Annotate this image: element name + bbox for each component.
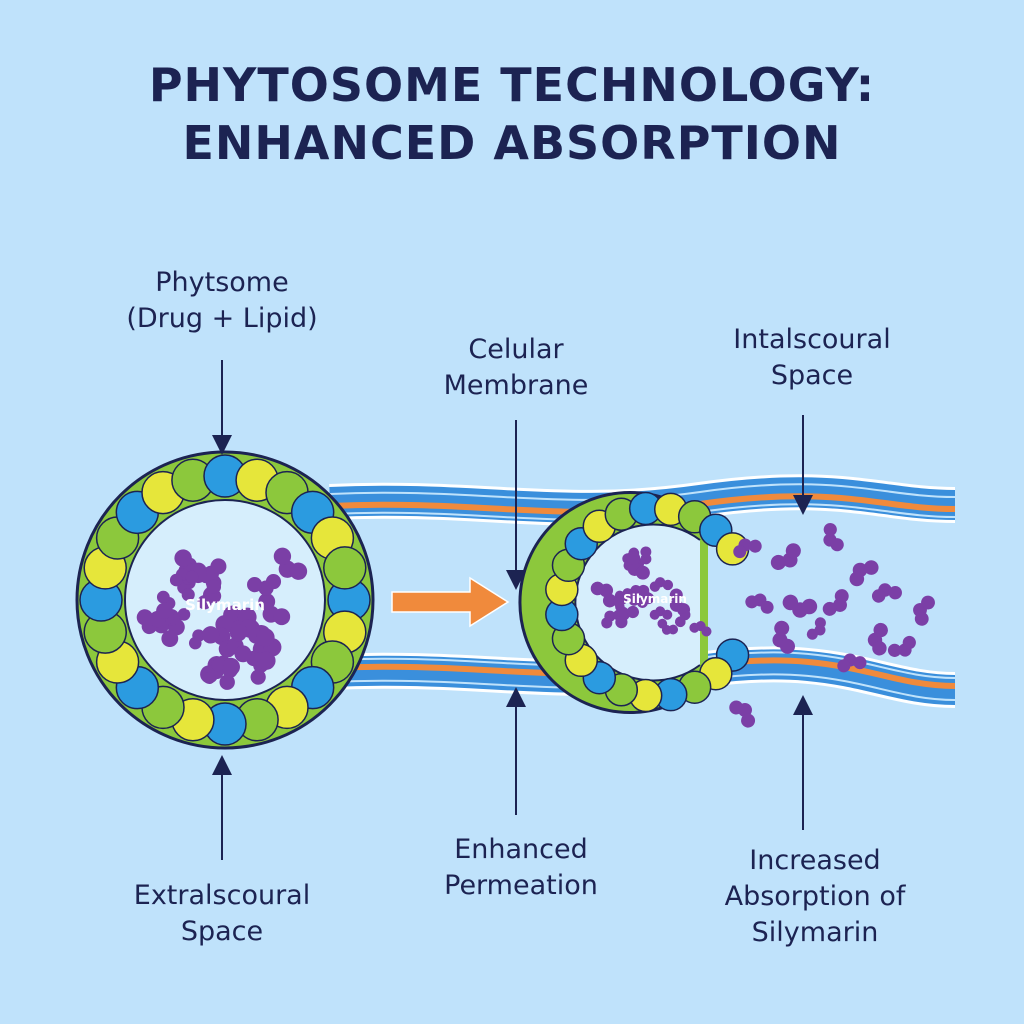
title-line-2: ENHANCED ABSORPTION <box>182 116 842 170</box>
silymarin-molecule <box>590 581 617 608</box>
silymarin-molecule <box>256 628 282 670</box>
silymarin-molecule <box>649 577 674 592</box>
silymarin-molecule <box>136 602 173 628</box>
silymarin-molecule <box>733 538 762 559</box>
silymarin-molecule <box>729 700 756 728</box>
membrane-label-line2: Membrane <box>443 370 589 401</box>
silymarin-molecule <box>871 583 902 603</box>
silymarin-molecule <box>657 618 679 635</box>
permeation-label-line1: Enhanced <box>454 834 588 865</box>
silymarin-molecule <box>613 588 633 608</box>
absorption-label-line2: Absorption of <box>724 881 906 912</box>
phytosome-vesicle <box>75 450 375 750</box>
extra-space-label-line1: Extralscoural <box>133 880 311 911</box>
silymarin-molecule <box>849 560 879 587</box>
phytosome-core-label: Silymarin <box>185 596 265 614</box>
absorption-label-line3: Silymarin <box>751 917 879 948</box>
silymarin-molecule <box>674 603 691 628</box>
silymarin-molecule <box>197 579 222 610</box>
title-line-1: PHYTOSOME TECHNOLOGY: <box>148 58 876 112</box>
absorption-label-line1: Increased <box>749 845 881 876</box>
silymarin-molecule <box>913 595 935 626</box>
fused-vesicle <box>518 491 750 714</box>
silymarin-molecule <box>247 574 282 596</box>
phytosome-label: Phytsome (Drug + Lipid) <box>92 265 352 337</box>
extra-space-label: Extralscoural Space <box>82 878 362 950</box>
silymarin-molecule <box>630 584 655 605</box>
absorption-label: Increased Absorption of Silymarin <box>680 843 950 951</box>
process-arrow <box>391 576 510 628</box>
permeation-label: Enhanced Permeation <box>396 832 646 904</box>
membrane-label: Celular Membrane <box>396 332 636 404</box>
phytosome-label-line1: Phytsome <box>155 267 289 298</box>
silymarin-molecule <box>887 635 916 657</box>
silymarin-molecule <box>203 659 224 685</box>
silymarin-molecule <box>169 568 199 587</box>
silymarin-molecule <box>689 621 712 637</box>
silymarin-molecule <box>823 522 844 552</box>
intra-space-label-line1: Intalscoural <box>733 324 891 355</box>
silymarin-molecule <box>837 653 867 673</box>
silymarin-molecule <box>745 593 774 614</box>
silymarin-molecule <box>867 622 888 656</box>
silymarin-molecule <box>273 547 308 580</box>
phytosome-label-line2: (Drug + Lipid) <box>126 303 318 334</box>
silymarin-molecule <box>770 543 801 570</box>
silymarin-molecule <box>772 620 796 654</box>
lipid-head <box>323 546 367 590</box>
permeation-label-line2: Permeation <box>444 870 598 901</box>
intra-space-label-line2: Space <box>770 360 854 391</box>
membrane-label-line1: Celular <box>468 334 564 365</box>
silymarin-molecule <box>806 617 826 640</box>
intra-space-label: Intalscoural Space <box>682 322 942 394</box>
silymarin-molecule <box>258 593 291 626</box>
silymarin-molecule <box>822 589 849 616</box>
silymarin-molecule <box>626 551 650 580</box>
silymarin-molecule <box>649 606 673 620</box>
fused-core-label: Silymarin <box>623 592 687 606</box>
silymarin-molecule <box>615 605 640 629</box>
silymarin-molecule <box>226 624 252 663</box>
extra-space-label-line2: Space <box>180 916 264 947</box>
silymarin-molecule <box>782 594 818 618</box>
released-silymarin <box>729 522 935 728</box>
